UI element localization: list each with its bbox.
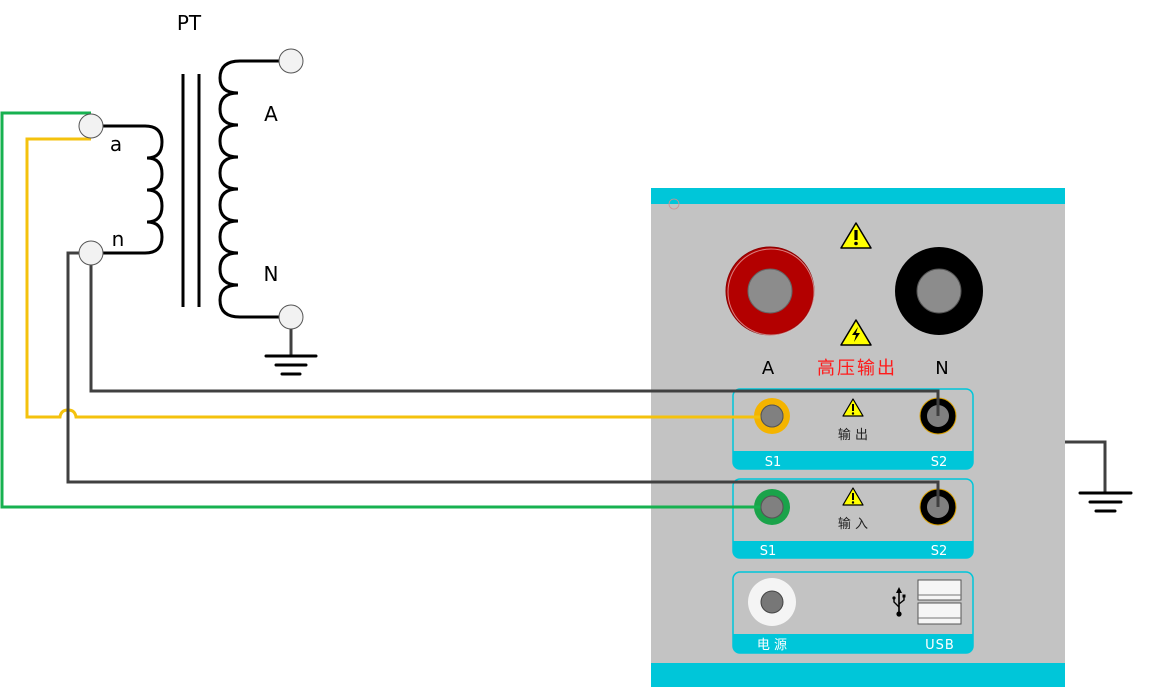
pt-transformer: PT A N a n [103, 11, 318, 376]
input-panel-caption: 输 入 [838, 516, 868, 532]
pt-title: PT [177, 11, 202, 35]
wire-dark-n-to-output-s2 [89, 253, 940, 416]
hv-terminal-a-label: A [762, 358, 775, 379]
primary-top-label: A [264, 102, 278, 126]
input-s2-label: S2 [931, 544, 948, 559]
secondary-winding [103, 124, 164, 255]
primary-bottom-label: N [264, 262, 279, 286]
secondary-bottom-label: n [112, 227, 125, 251]
warning-triangle-icon [842, 398, 864, 417]
primary-terminal-n[interactable] [278, 304, 304, 330]
device-ground [1065, 440, 1133, 513]
usb-port-bottom[interactable] [917, 602, 962, 625]
wire-green-a-to-input-s1 [0, 111, 772, 509]
usb-label: USB [925, 638, 955, 653]
warning-triangle-icon [840, 222, 872, 249]
device-bottom-bar [651, 663, 1065, 687]
output-s1-terminal-core [760, 404, 784, 428]
primary-winding [218, 59, 280, 319]
device-top-bar [651, 188, 1065, 204]
hv-output-caption: 高压输出 [817, 358, 897, 379]
secondary-terminal-n[interactable] [78, 240, 104, 266]
secondary-terminal-a[interactable] [78, 113, 104, 139]
secondary-top-label: a [110, 132, 122, 156]
ground-icon [1078, 491, 1133, 513]
power-usb-panel: 电 源 USB [732, 571, 974, 654]
power-label: 电 源 [757, 638, 787, 653]
high-voltage-icon [840, 319, 872, 346]
output-panel-caption: 输 出 [838, 427, 868, 443]
output-s2-label: S2 [931, 455, 948, 470]
usb-port-top[interactable] [917, 579, 962, 601]
hv-terminal-n-label: N [935, 358, 948, 379]
input-s1-label: S1 [760, 544, 777, 559]
ground-icon [264, 354, 318, 376]
input-s1-terminal-core [760, 495, 784, 519]
warning-triangle-icon [842, 487, 864, 506]
usb-icon [892, 587, 906, 617]
wire-dark-n-to-input-s2 [66, 251, 940, 507]
hv-terminal-n[interactable] [895, 247, 983, 335]
output-s1-label: S1 [765, 455, 782, 470]
indicator-led [668, 198, 680, 210]
primary-terminal-a[interactable] [278, 48, 304, 74]
hv-terminal-a[interactable] [725, 246, 815, 336]
hv-output-section: A 高压输出 N [725, 222, 983, 379]
power-socket[interactable] [748, 578, 796, 626]
